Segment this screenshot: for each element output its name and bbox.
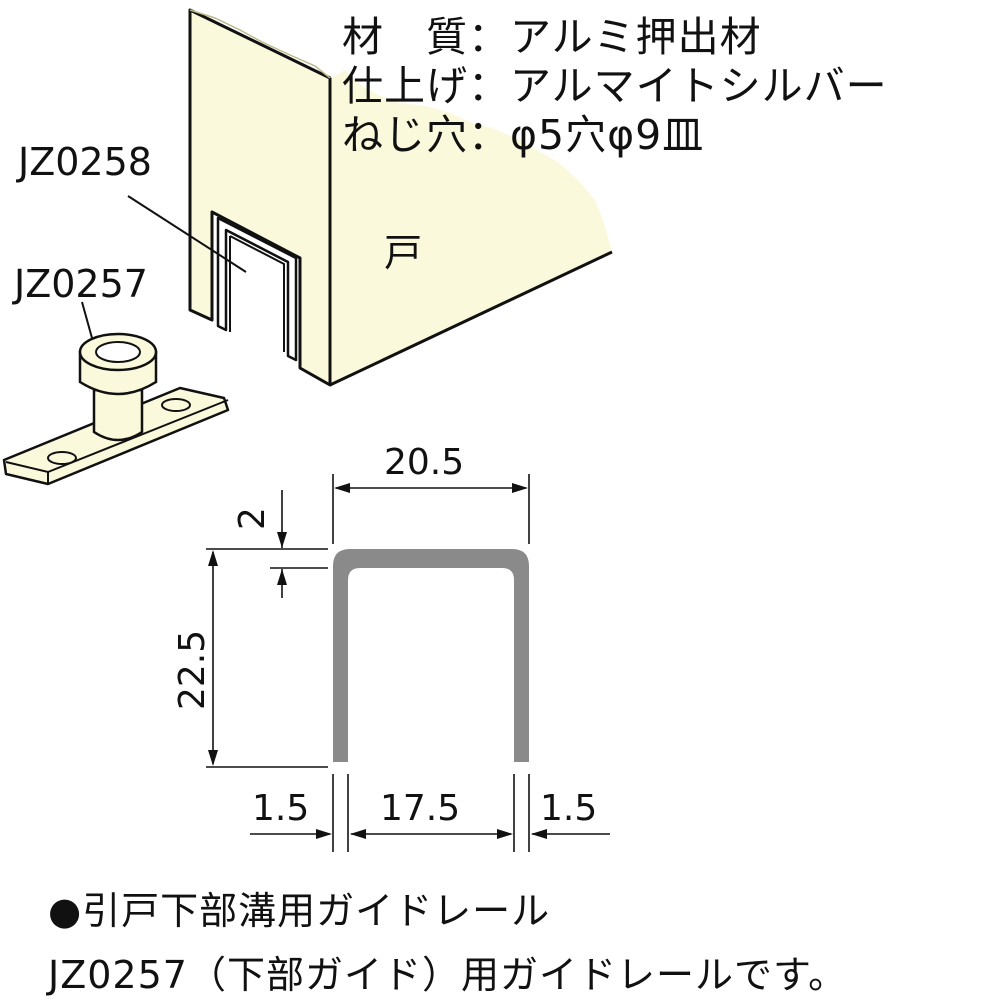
dim-inner: 17.5	[380, 788, 461, 829]
footer-description: JZ0257（下部ガイド）用ガイドレールです。	[48, 953, 848, 997]
spec-finish-label: 仕上げ	[342, 62, 468, 110]
rail-profile	[333, 549, 529, 762]
spec-finish: 仕上げ：アルマイトシルバー	[342, 61, 888, 111]
dim-height: 22.5	[172, 629, 213, 710]
door-label: 戸	[384, 231, 423, 275]
spec-material-label: 材 質	[342, 13, 468, 61]
footer-title: ●引戸下部溝用ガイドレール	[48, 889, 551, 933]
guide-illustration	[2, 332, 230, 486]
spec-screw-hole: ねじ穴：φ5穴φ9皿	[342, 110, 704, 160]
dimension-lines	[206, 474, 610, 852]
spec-separator: ：	[468, 13, 510, 61]
dim-wall-right: 1.5	[540, 788, 598, 829]
spec-separator: ：	[468, 62, 510, 110]
door-illustration	[188, 8, 613, 387]
dim-thickness: 2	[232, 507, 273, 530]
part-label-guide: JZ0257	[14, 262, 148, 306]
guide-leader-line	[81, 301, 93, 339]
spec-material-value: アルミ押出材	[510, 13, 762, 61]
spec-material: 材 質：アルミ押出材	[342, 12, 762, 62]
dim-wall-left: 1.5	[252, 788, 310, 829]
spec-screw-hole-value: φ5穴φ9皿	[510, 111, 705, 159]
spec-separator: ：	[468, 111, 510, 159]
spec-screw-hole-label: ねじ穴	[342, 111, 468, 159]
rail-leader-line	[127, 195, 247, 273]
dim-width: 20.5	[384, 442, 465, 483]
part-label-rail: JZ0258	[18, 140, 152, 184]
spec-finish-value: アルマイトシルバー	[510, 62, 888, 110]
